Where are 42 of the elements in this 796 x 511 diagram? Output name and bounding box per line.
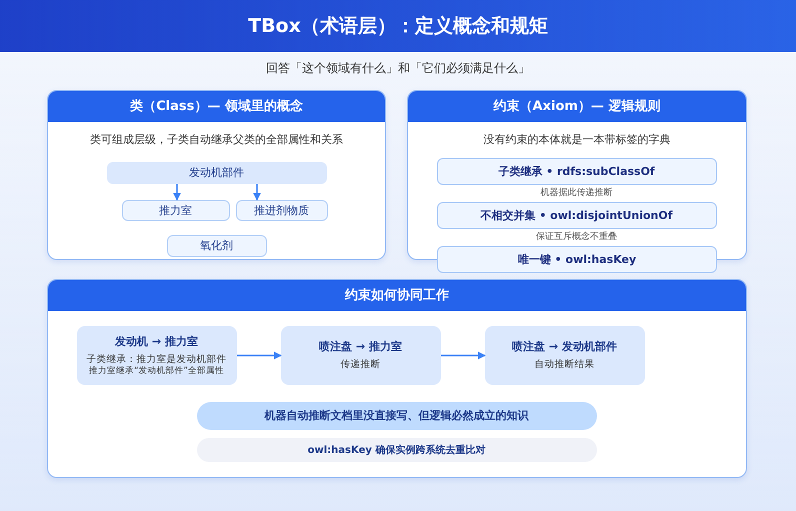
node-text: 不相交并集 • owl:disjointUnionOf	[480, 208, 673, 222]
panel-card	[47, 90, 386, 260]
step-card	[280, 326, 440, 384]
class-box	[166, 234, 266, 256]
panel-card	[47, 279, 747, 478]
node-text: 子类继承 • rdfs:subClassOf	[498, 164, 655, 178]
highlight-pill	[196, 402, 596, 430]
node-text: 推进剂物质	[254, 202, 309, 218]
node-text: 氧化剂	[200, 238, 233, 253]
page-title: TBox（术语层）：定义概念和规矩	[247, 14, 549, 39]
subtitle-text: 回答「这个领域有什么」和「它们必须满足什么」	[265, 60, 531, 77]
step-text: 自动推断结果	[534, 359, 594, 371]
node-text: 推力室	[159, 202, 192, 218]
panel-heading: 类（Class）— 领域里的概念	[48, 91, 385, 122]
step-heading: 发动机 → 推力室	[115, 334, 198, 350]
node-text: 发动机部件	[189, 165, 244, 180]
arrow	[237, 352, 282, 360]
axiom-box	[437, 246, 717, 273]
step-card	[76, 326, 236, 384]
description-text: 没有约束的本体就是一本带标签的字典	[482, 132, 672, 147]
panel-heading: 约束（Axiom）— 逻辑规则	[408, 91, 746, 122]
caption-text: 机器据此传递推断	[540, 186, 614, 198]
step-heading: 喷注盘 → 发动机部件	[512, 339, 617, 354]
step-text: 传递推断	[340, 359, 380, 371]
node-text: 机器自动推断文档里没直接写、但逻辑必然成立的知识	[264, 408, 528, 423]
step-card	[484, 326, 644, 384]
arrow	[253, 184, 261, 201]
axiom-box	[436, 202, 716, 228]
class-box	[236, 200, 328, 220]
node-text: 唯一键 • owl:hasKey	[518, 252, 636, 267]
step-text: 推力室继承“发动机部件”全部属性	[89, 366, 224, 376]
class-box	[122, 200, 230, 220]
panel-heading: 约束如何协同工作	[48, 280, 746, 311]
node-text: owl:hasKey 确保实例跨系统去重比对	[308, 443, 486, 456]
arrow	[441, 352, 486, 360]
step-heading: 喷注盘 → 推力室	[319, 339, 402, 354]
axiom-box	[436, 158, 716, 184]
class-box	[106, 162, 326, 184]
step-text: 子类继承：推力室是发动机部件	[86, 354, 226, 366]
arrow	[173, 184, 181, 201]
caption-text: 保证互斥概念不重叠	[535, 230, 618, 242]
description-text: 类可组成层级，子类自动继承父类的全部属性和关系	[89, 132, 344, 147]
